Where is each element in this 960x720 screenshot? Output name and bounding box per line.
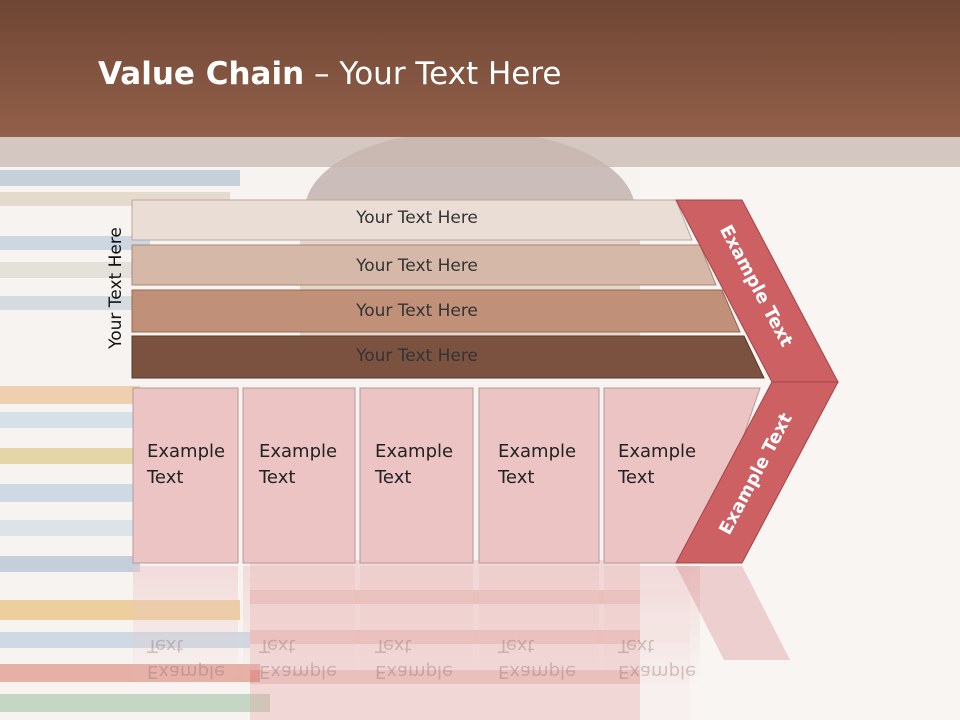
box-3-reflection-line2: Text [375, 635, 412, 656]
box-5-line1: Example [618, 441, 697, 462]
box-5-reflection-line1: Example [618, 661, 697, 682]
books-stack [0, 170, 270, 712]
box-2-reflection-line2: Text [259, 635, 296, 656]
title-bold: Value Chain [98, 56, 305, 92]
box-3-reflection-line1: Example [375, 661, 454, 682]
row-4-label: Your Text Here [356, 346, 478, 366]
box-2-reflection-line1: Example [259, 661, 338, 682]
box-5-line2: Text [618, 467, 655, 488]
box-3-line1: Example [375, 441, 454, 462]
box-4 [478, 387, 600, 564]
header-bar [0, 0, 960, 137]
slide-title: Value Chain – Your Text Here [98, 56, 561, 92]
row-1-label: Your Text Here [356, 208, 478, 228]
box-1-line1: Example [147, 441, 226, 462]
box-1-reflection: Example Text [147, 632, 225, 684]
box-2-reflection: Example Text [259, 632, 337, 684]
side-label: Your Text Here [106, 227, 126, 349]
box-1-line2: Text [147, 467, 184, 488]
box-1 [132, 387, 239, 564]
box-4-reflection-line1: Example [498, 661, 577, 682]
box-3-reflection: Example Text [375, 632, 453, 684]
title-rest: – Your Text Here [304, 56, 562, 92]
header-band [0, 137, 960, 167]
box-5-reflection: Example Text [618, 632, 696, 684]
box-1-reflection-line2: Text [147, 635, 184, 656]
box-2-line2: Text [259, 467, 296, 488]
row-3-bar [131, 289, 741, 333]
value-chain-rows [131, 199, 765, 379]
box-3 [359, 387, 474, 564]
row-2-label: Your Text Here [356, 256, 478, 276]
box-reflections [133, 566, 700, 686]
box-2 [242, 387, 356, 564]
row-2-bar [131, 244, 717, 286]
box-4-reflection-line2: Text [498, 635, 535, 656]
box-5-reflection-line2: Text [618, 635, 655, 656]
box-2-line1: Example [259, 441, 338, 462]
chevron-arrow [675, 199, 839, 660]
box-4-line2: Text [498, 467, 535, 488]
box-3-line2: Text [375, 467, 412, 488]
box-4-reflection: Example Text [498, 632, 576, 684]
row-3-label: Your Text Here [356, 301, 478, 321]
box-4-line1: Example [498, 441, 577, 462]
row-4-bar [131, 335, 765, 379]
example-boxes [132, 387, 761, 564]
chevron-bottom-arm [675, 381, 839, 564]
row-1-bar [131, 199, 693, 241]
box-1-reflection-line1: Example [147, 661, 226, 682]
